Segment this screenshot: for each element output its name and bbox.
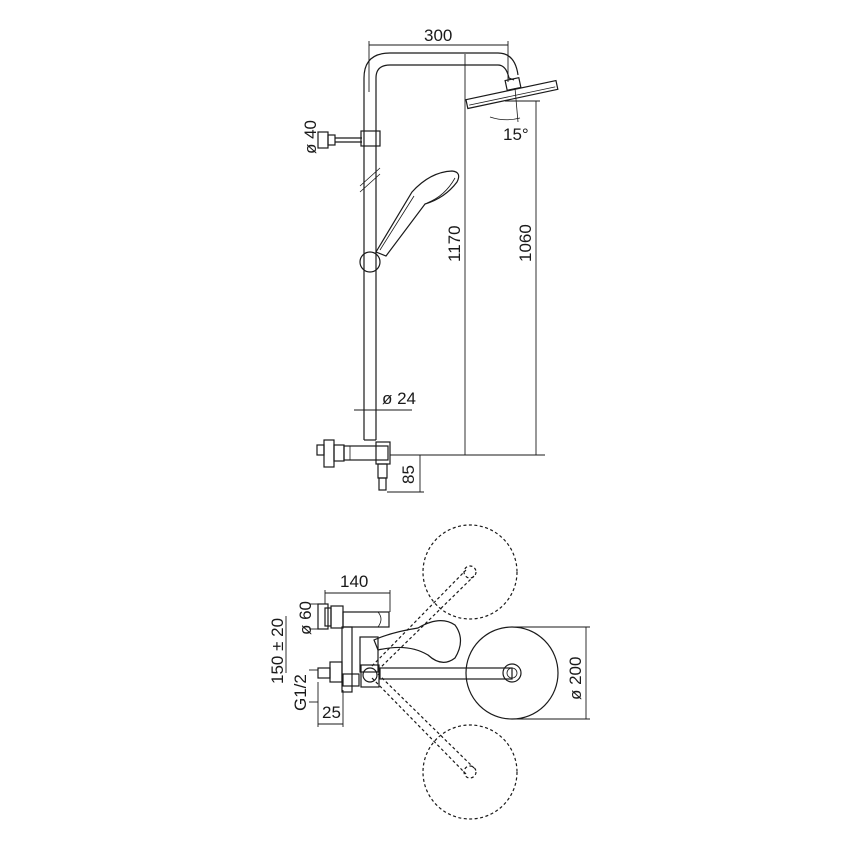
mixer-lever: [373, 620, 462, 663]
connection-dimension: G1/2: [291, 669, 318, 711]
shower-hub: [502, 663, 522, 683]
arm-length-label: 300: [424, 26, 452, 45]
swing-arm-upper: [371, 569, 475, 671]
shower-hub-inner: [506, 667, 518, 679]
head-height-dimension: 1060: [505, 100, 540, 455]
bracket-diameter-label: ø 40: [301, 120, 320, 154]
connection-length-dimension: 25: [317, 682, 344, 727]
swing-arm-lower: [371, 673, 475, 775]
arm-length-dimension: 300: [368, 26, 509, 92]
swing-hub-upper: [463, 565, 477, 579]
shower-arm: [379, 667, 513, 680]
tilt-angle-label: 15°: [503, 125, 529, 144]
knob-diameter-dimension: ø 60: [296, 601, 318, 635]
knob-diameter-label: ø 60: [296, 601, 315, 635]
wall-bracket: ø 40: [301, 120, 381, 154]
mixer-front: [316, 439, 391, 491]
head-height-label: 1060: [516, 224, 535, 262]
inlet-spacing-label: 150 ± 20: [268, 618, 287, 684]
head-diameter-dimension: ø 200: [512, 626, 590, 720]
overhead-shower-head: [465, 79, 559, 110]
total-height-label: 1170: [445, 225, 464, 262]
connection-label: G1/2: [291, 674, 310, 711]
riser-diameter-dimension: ø 24: [354, 389, 416, 411]
front-view: 15° 300 1170 1060 ø 40: [301, 26, 559, 493]
top-view: 140 ø 60 150 ± 20 G1/2 25 ø 200: [268, 524, 590, 820]
inlet-spacing-dimension: 150 ± 20: [268, 616, 287, 684]
tilt-angle-arc: [489, 116, 521, 121]
swing-position-lower: [422, 724, 518, 820]
swing-hub-lower: [463, 765, 477, 779]
head-diameter-label: ø 200: [566, 657, 585, 700]
riser-pipe: [363, 52, 519, 440]
mixer-depth-label: 140: [340, 572, 368, 591]
outlet-height-dimension: 85: [387, 455, 424, 493]
connection-length-label: 25: [322, 703, 341, 722]
slider: [359, 251, 381, 273]
break-marks: [359, 167, 381, 193]
mixer-top: [317, 603, 390, 693]
hand-shower: [375, 170, 460, 257]
tilt-reference-line: [514, 87, 519, 123]
total-height-dimension: 1170: [445, 54, 466, 455]
riser-diameter-label: ø 24: [382, 389, 416, 408]
mixer-depth-dimension: 140: [324, 572, 391, 612]
swing-position-upper: [422, 524, 518, 620]
outlet-height-label: 85: [399, 465, 418, 484]
